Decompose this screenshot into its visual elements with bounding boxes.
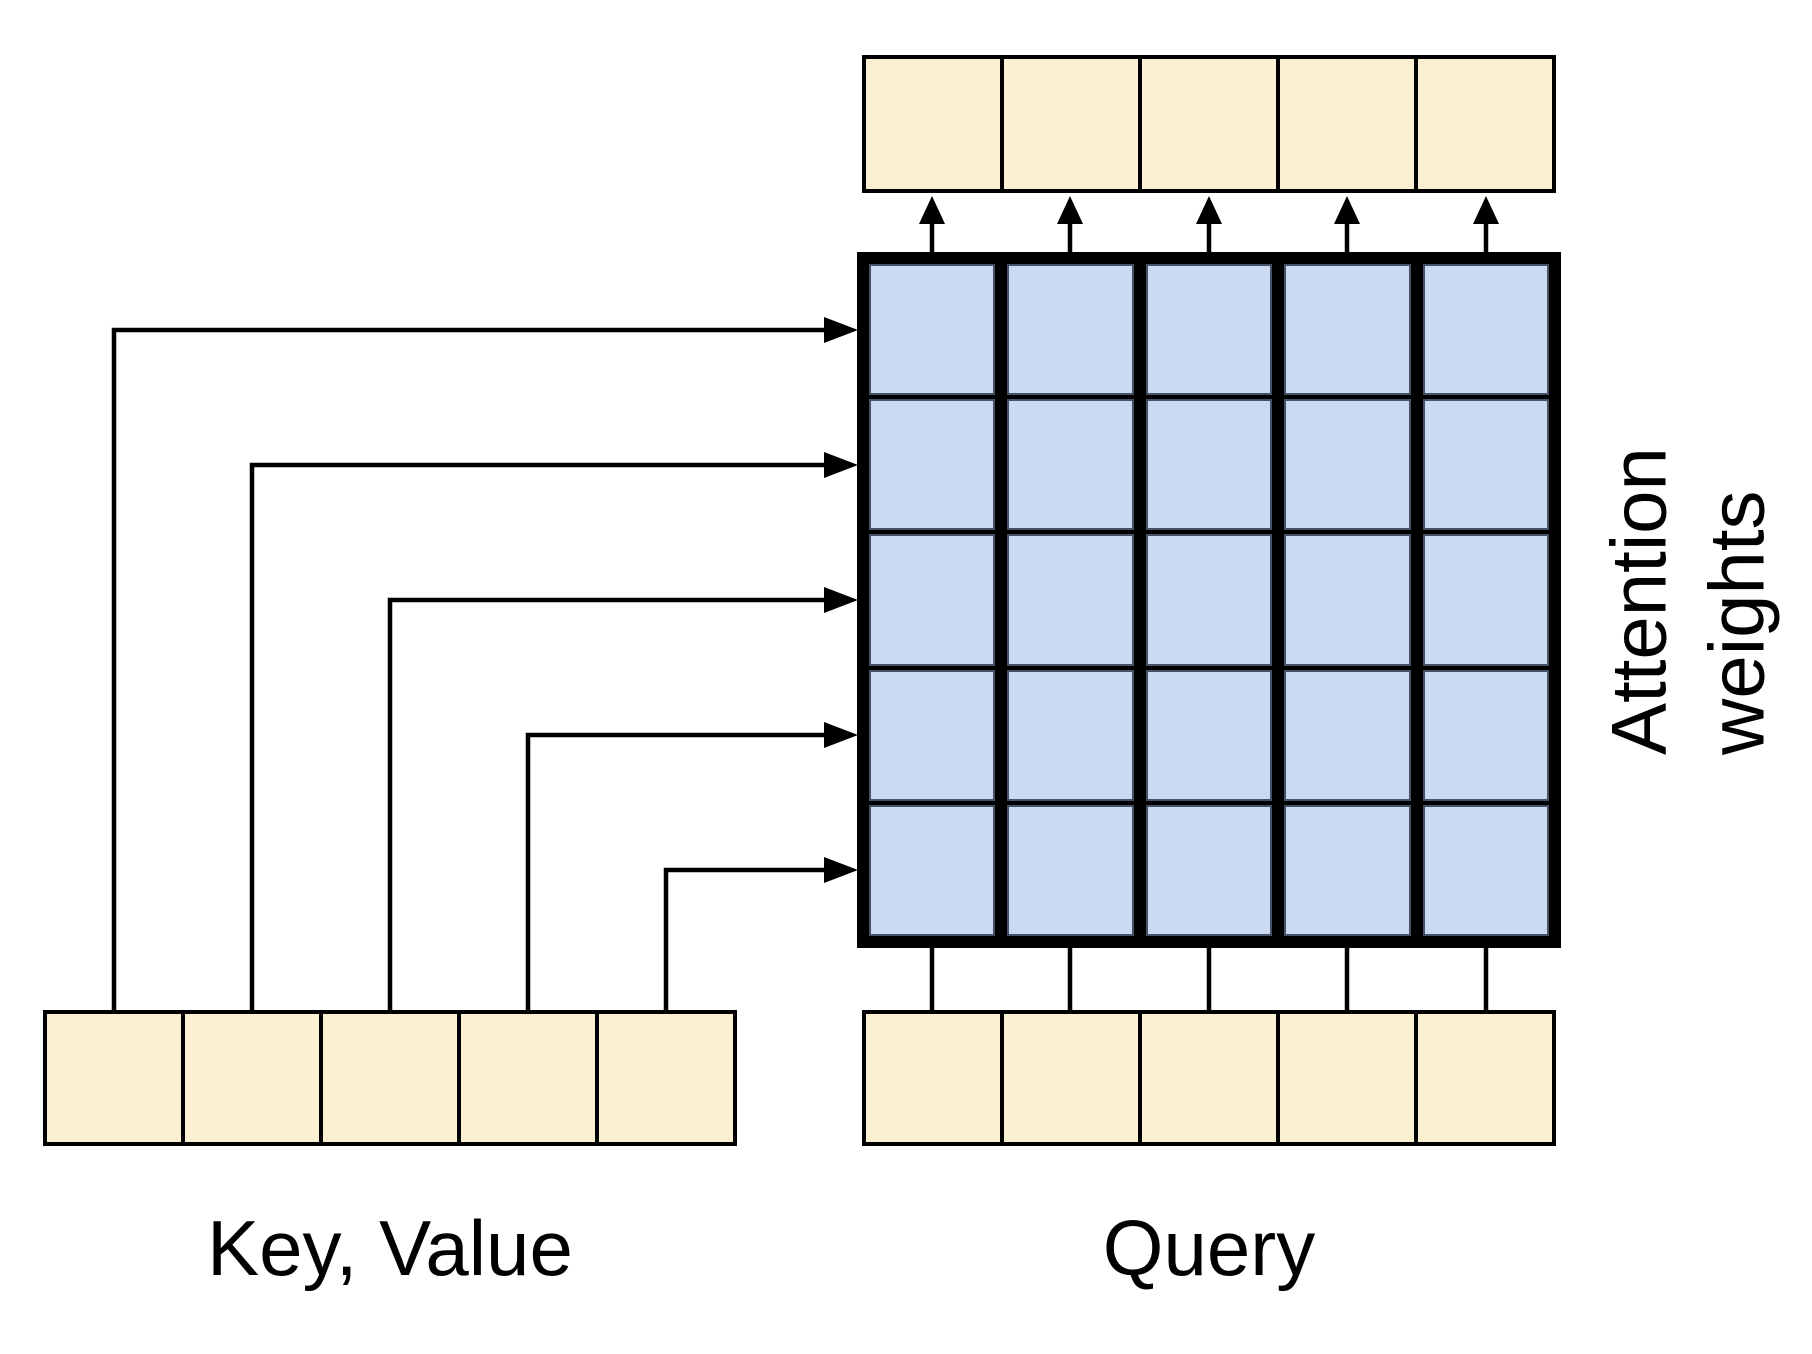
query-cell — [1142, 1014, 1276, 1142]
attention-weight-cell — [1007, 804, 1134, 937]
attention-weight-cell — [869, 804, 996, 937]
output-cell — [1004, 59, 1138, 189]
attention-weights-label-line2: weights — [1692, 490, 1780, 755]
matrix-column — [1145, 264, 1273, 937]
attention-weight-cell — [1145, 804, 1273, 937]
attention-weight-cell — [1422, 399, 1550, 531]
output-arrow-5 — [1473, 196, 1499, 252]
key-value-cell — [323, 1014, 457, 1142]
attention-weight-cell — [1284, 399, 1411, 531]
attention-weight-cell — [1422, 534, 1550, 666]
output-cell — [1280, 59, 1414, 189]
attention-weight-cell — [1007, 669, 1134, 801]
attention-weight-cell — [1284, 669, 1411, 801]
output-arrow-2 — [1057, 196, 1083, 252]
output-row — [862, 55, 1556, 193]
query-label: Query — [1102, 1204, 1316, 1292]
key-value-cell — [599, 1014, 733, 1142]
output-cell — [866, 59, 1000, 189]
key-value-arrow-1 — [111, 317, 858, 1012]
attention-weight-cell — [869, 669, 996, 801]
attention-weights-matrix — [857, 252, 1561, 948]
output-cell — [1418, 59, 1552, 189]
query-cell — [1418, 1014, 1552, 1142]
key-value-cell — [461, 1014, 595, 1142]
key-value-arrow-3 — [387, 587, 858, 1012]
attention-weight-cell — [1007, 534, 1134, 666]
attention-weight-cell — [1422, 804, 1550, 937]
matrix-column — [1007, 264, 1134, 937]
key-value-cell — [47, 1014, 181, 1142]
matrix-column — [1284, 264, 1411, 937]
output-arrow-1 — [919, 196, 945, 252]
query-row — [862, 1010, 1556, 1146]
attention-weight-cell — [869, 534, 996, 666]
attention-weight-cell — [1007, 399, 1134, 531]
matrix-column — [1422, 264, 1550, 937]
query-cell — [1280, 1014, 1414, 1142]
output-arrow-3 — [1196, 196, 1222, 252]
attention-weights-label-line1: Attention — [1594, 447, 1683, 755]
query-cell — [1004, 1014, 1138, 1142]
key-value-label: Key, Value — [207, 1204, 573, 1292]
attention-weight-cell — [869, 399, 996, 531]
attention-weight-cell — [1284, 264, 1411, 396]
key-value-arrow-4 — [525, 722, 858, 1012]
attention-weights-label: Attention weights — [1591, 447, 1786, 755]
attention-weight-cell — [1145, 399, 1273, 531]
attention-weight-cell — [1145, 669, 1273, 801]
key-value-cell — [185, 1014, 319, 1142]
attention-weight-cell — [1145, 534, 1273, 666]
key-value-arrow-5 — [663, 857, 858, 1012]
query-cell — [866, 1014, 1000, 1142]
matrix-column — [869, 264, 996, 937]
output-cell — [1142, 59, 1276, 189]
attention-weight-cell — [869, 264, 996, 396]
key-value-arrow-2 — [249, 452, 858, 1012]
attention-weight-cell — [1422, 264, 1550, 396]
attention-weight-cell — [1284, 804, 1411, 937]
attention-weight-cell — [1007, 264, 1134, 396]
attention-weight-cell — [1284, 534, 1411, 666]
key-value-row — [43, 1010, 737, 1146]
attention-weight-cell — [1422, 669, 1550, 801]
output-arrow-4 — [1334, 196, 1360, 252]
attention-weight-cell — [1145, 264, 1273, 396]
